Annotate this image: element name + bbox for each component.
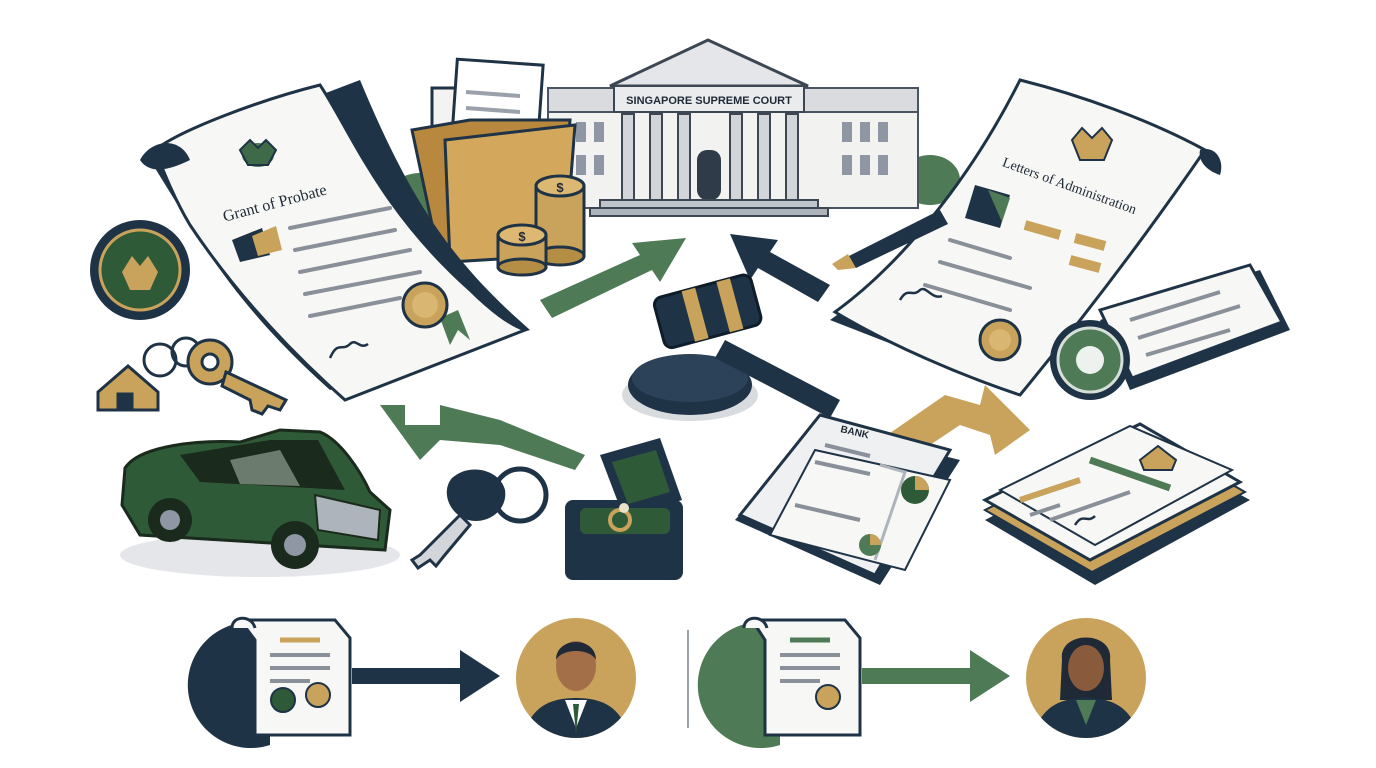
ring-box-icon	[565, 438, 683, 580]
coin-dollar-symbol-small: $	[518, 229, 526, 244]
gold-seal-icon	[401, 281, 470, 345]
gavel-icon	[622, 273, 840, 421]
probate-crest-icon	[238, 138, 278, 167]
administration-flow	[697, 616, 1010, 748]
male-heir-avatar-icon	[516, 618, 636, 738]
probate-flow	[187, 616, 500, 748]
green-seal-medallion-icon	[1050, 320, 1130, 400]
administration-crest-icon	[1070, 126, 1114, 161]
coin-stack-icon	[496, 174, 586, 277]
arrow-to-court-left	[540, 238, 686, 318]
property-documents-icon	[981, 422, 1250, 585]
court-building-icon: SINGAPORE SUPREME COURT	[390, 38, 960, 217]
court-name-label: SINGAPORE SUPREME COURT	[626, 95, 792, 107]
house-keychain-icon	[96, 336, 289, 416]
car-icon	[120, 428, 400, 577]
coin-dollar-symbol: $	[556, 180, 564, 195]
seal-medallion-icon	[90, 220, 190, 320]
arrow-to-court-right	[730, 234, 830, 302]
car-key-icon	[409, 466, 549, 571]
stacked-papers-icon	[1097, 263, 1290, 390]
arrow-to-assets-left	[380, 405, 585, 470]
fountain-pen-icon	[832, 210, 948, 270]
bank-book-icon	[735, 413, 960, 585]
female-heir-avatar-icon	[1026, 618, 1146, 738]
letters-of-administration-document: Letters of Administration	[830, 78, 1222, 397]
gold-seal-icon-right	[978, 318, 1022, 362]
